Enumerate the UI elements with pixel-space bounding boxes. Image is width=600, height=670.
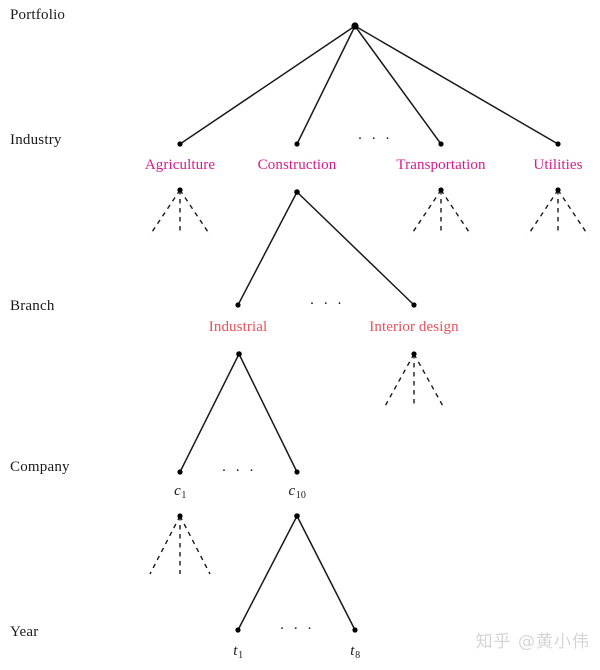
edge-c10-t8 [296,515,356,631]
edge-root-agriculture [179,25,356,145]
edge-root-construction [296,25,356,145]
row-label-industry: Industry [10,132,62,148]
math-symbol: t1 [233,643,244,661]
fan-interior-design-apex-dot [411,351,417,357]
fan-c1 [149,513,211,575]
company-c1-dot [177,469,183,475]
edge-construction-interior-design [296,191,415,306]
solid-edge-group [179,25,559,631]
node-label-construction: Construction [257,157,337,173]
math-symbol: c1 [174,483,187,501]
watermark: 知乎 @黄小伟 [475,632,590,652]
node-label-year-t1: t1 [233,643,244,661]
edge-industrial-c10 [238,353,298,473]
math-subscript: 10 [295,490,306,501]
node-label-agriculture: Agriculture [144,157,216,173]
node-label-company-c1: c1 [174,483,187,501]
row-label-branch: Branch [10,298,55,314]
node-label-transportation: Transportation [396,157,486,173]
edge-construction-industrial [237,191,298,306]
ellipsis-year: · · · [279,621,315,637]
fan-transportation-ray [410,189,442,236]
construction-dot [294,141,300,147]
fan-interior-design-ray [413,353,445,409]
interior-design-dot [411,302,417,308]
fan-agriculture-ray [179,189,211,236]
dashed-fan-group [149,187,589,575]
math-subscript: 8 [355,650,361,661]
edge-industrial-c1 [179,353,240,473]
fan-transportation [410,187,472,236]
math-symbol: t8 [350,643,361,661]
row-label-year: Year [10,624,39,640]
fan-c1-ray [179,515,211,575]
portfolio-root-dot [351,22,359,30]
transportation-dot [438,141,444,147]
node-label-industrial: Industrial [208,319,268,335]
utilities-dot [555,141,561,147]
fan-agriculture-ray [149,189,181,236]
math-subscript: 1 [238,650,244,661]
fan-utilities [527,187,589,236]
row-label-portfolio: Portfolio [10,7,66,23]
node-label-utilities: Utilities [533,157,583,173]
edge-c10-t1 [237,515,298,631]
row-label-company: Company [10,459,70,475]
ellipsis-branch: · · · [309,296,345,312]
year-t1-dot [235,627,241,633]
fan-agriculture-apex-dot [177,187,183,193]
fan-interior-design [383,351,445,409]
edge-root-transportation [354,25,442,145]
ellipsis-industry: · · · [357,131,393,147]
fan-utilities-ray [527,189,559,236]
fan-utilities-ray [557,189,589,236]
fan-transportation-ray [440,189,472,236]
company-c10-dot [294,469,300,475]
fan-c1-apex-dot [177,513,183,519]
fan-c1-ray [149,515,181,575]
node-label-year-t8: t8 [350,643,361,661]
agriculture-dot [177,141,183,147]
subnode-construction-dot [294,189,300,195]
edge-root-utilities [354,25,559,145]
node-label-interior-design: Interior design [369,319,459,335]
fan-utilities-apex-dot [555,187,561,193]
math-subscript: 1 [181,490,187,501]
year-t8-dot [352,627,358,633]
subnode-industrial-dot [236,351,242,357]
subnode-c10-dot [294,513,300,519]
node-dot-group [177,22,561,633]
industrial-dot [235,302,241,308]
fan-interior-design-ray [383,353,415,409]
math-symbol: c10 [288,483,306,501]
fan-agriculture [149,187,211,236]
fan-transportation-apex-dot [438,187,444,193]
node-label-company-c10: c10 [288,483,306,501]
ellipsis-company: · · · [221,463,257,479]
